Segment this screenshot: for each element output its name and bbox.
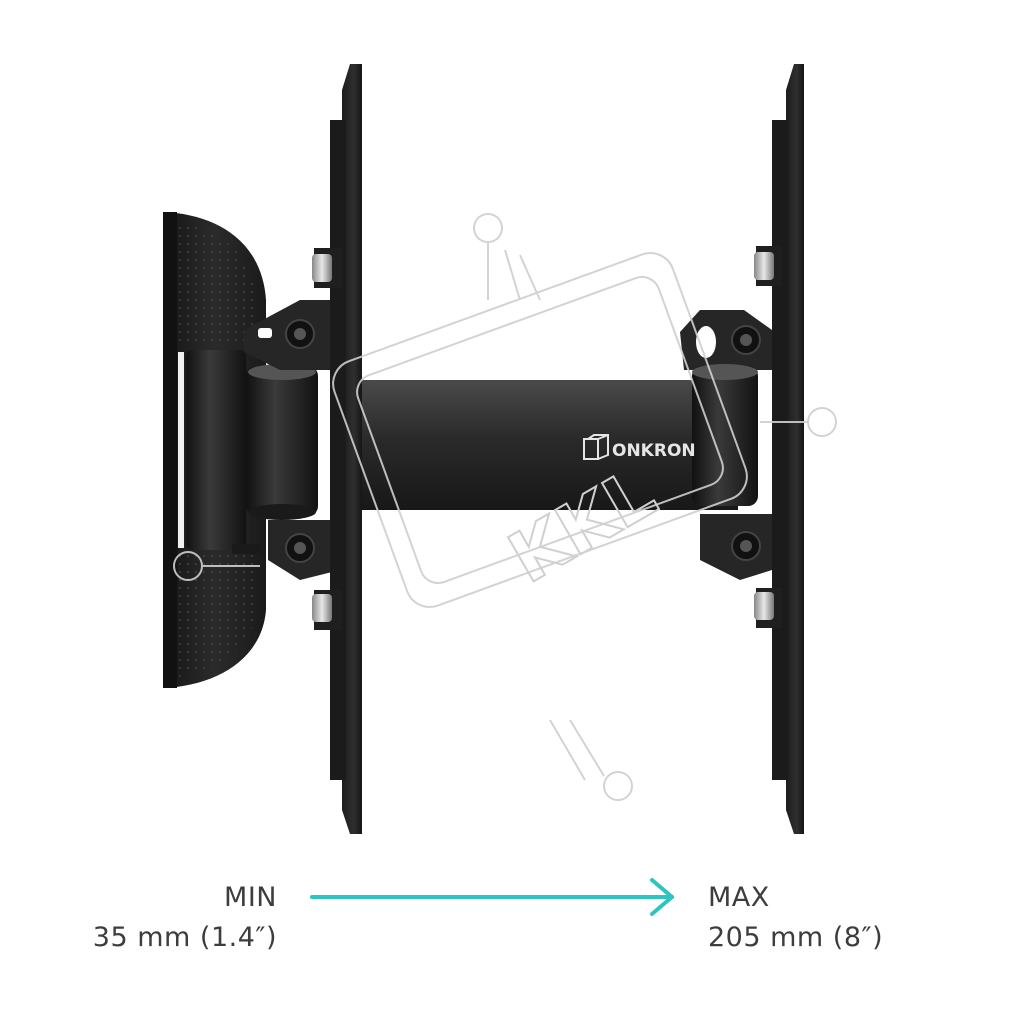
swing-arm	[338, 380, 738, 510]
right-bolts	[754, 252, 774, 620]
min-label: MIN	[224, 882, 277, 913]
right-hinge	[680, 310, 772, 580]
min-value: 35 mm (1.4″)	[92, 922, 277, 953]
brand-name: ONKRON	[612, 441, 696, 461]
left-bolts	[312, 254, 332, 622]
kkl-watermark	[173, 213, 837, 801]
max-value: 205 mm (8″)	[708, 922, 884, 953]
tv-mount-illustration: KKL ONKRON	[163, 64, 837, 834]
right-vesa-plate	[756, 64, 804, 834]
left-bracket	[244, 300, 340, 580]
range-arrow-icon	[310, 878, 674, 916]
max-label: MAX	[708, 882, 770, 913]
onkron-cube-icon	[583, 434, 609, 460]
